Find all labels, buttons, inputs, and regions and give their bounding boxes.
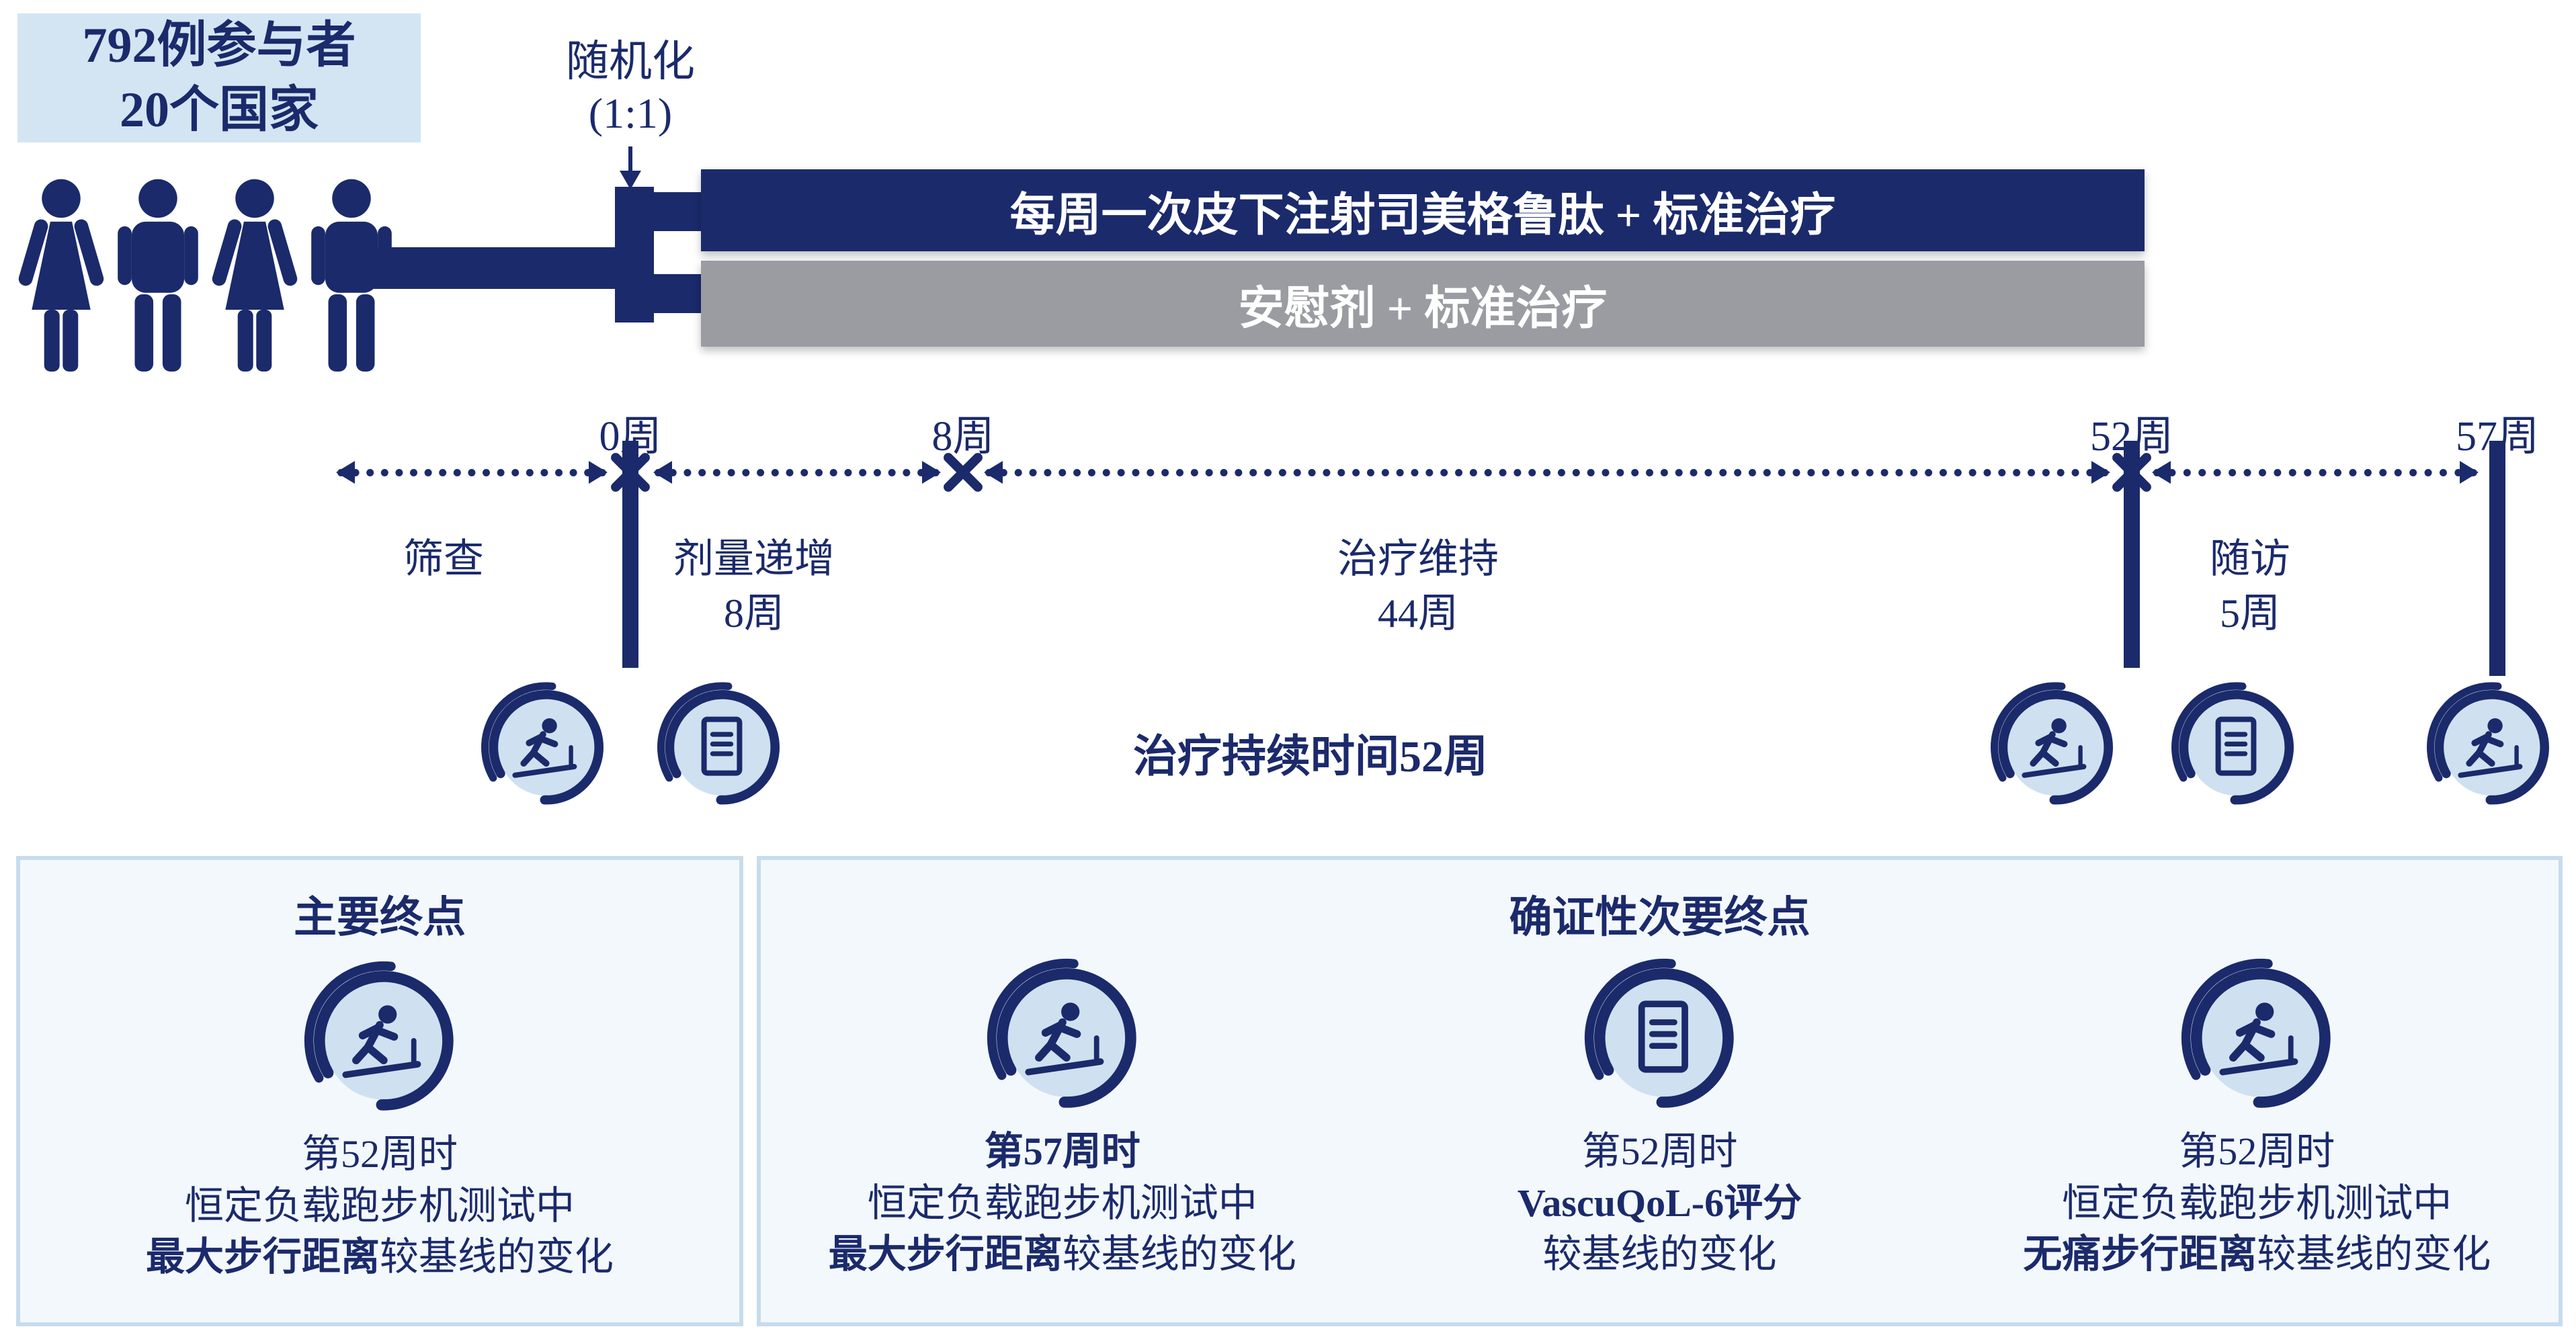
document-icon [2169, 681, 2298, 810]
treadmill-icon [984, 957, 1141, 1114]
tick-week-57 [2489, 441, 2505, 676]
treadmill-icon [1988, 681, 2117, 810]
timeline-segment-screening [336, 461, 608, 484]
population-countries: 20个国家 [120, 83, 319, 138]
primary-endpoint-text: 第52周时 恒定负载跑步机测试中 最大步行距离较基线的变化 [145, 1132, 614, 1279]
population-box: 792例参与者 20个国家 [17, 13, 421, 142]
timeline-segment-escalation [653, 461, 941, 484]
secondary-endpoint-2-text: 第52周时 VascuQoL-6评分 较基线的变化 [1517, 1129, 1802, 1277]
man-icon [118, 179, 198, 372]
timeline-segment-followup [2152, 461, 2479, 484]
treadmill-icon [479, 681, 608, 810]
treatment-arm-label: 每周一次皮下注射司美格鲁肽 + 标准治疗 [1009, 189, 1836, 241]
secondary-endpoints-title: 确证性次要终点 [1509, 894, 1811, 941]
woman-icon [15, 176, 108, 382]
participants-group [15, 172, 403, 382]
treadmill-icon [301, 959, 458, 1117]
document-icon [655, 681, 784, 810]
week-57-label: 57周 [2455, 414, 2539, 460]
randomization-ratio: (1:1) [588, 89, 673, 137]
secondary-endpoint-1-text: 第57周时 恒定负载跑步机测试中 最大步行距离较基线的变化 [828, 1129, 1296, 1277]
down-arrow-icon [620, 146, 641, 189]
secondary-endpoint-3: 第52周时 恒定负载跑步机测试中 无痛步行距离较基线的变化 [1961, 957, 2552, 1281]
population-count: 792例参与者 [82, 17, 356, 73]
treatment-duration-note: 治疗持续时间52周 [1133, 732, 1488, 781]
secondary-endpoint-1: 第57周时 恒定负载跑步机测试中 最大步行距离较基线的变化 [767, 957, 1358, 1281]
secondary-endpoint-2: 第52周时 VascuQoL-6评分 较基线的变化 [1364, 957, 1956, 1281]
control-arm-bar: 安慰剂 + 标准治疗 [701, 261, 2145, 347]
bracket-stub-top [644, 192, 703, 231]
secondary-endpoints-columns: 第57周时 恒定负载跑步机测试中 最大步行距离较基线的变化 第52周时 Vasc… [761, 957, 2559, 1281]
woman-icon [208, 176, 301, 382]
secondary-endpoints-panel: 确证性次要终点 第57周时 恒定负载跑步机测试中 最大步行距离较基线的变化 第5… [757, 856, 2563, 1326]
treadmill-icon [2178, 957, 2335, 1114]
control-arm-label: 安慰剂 + 标准治疗 [1238, 282, 1608, 334]
bracket-stub-bottom [644, 274, 703, 313]
primary-endpoint-title: 主要终点 [294, 894, 466, 941]
randomization-text: 随机化 [566, 38, 695, 85]
phase-maintenance: 治疗维持 44周 [1337, 537, 1499, 636]
x-marker-week-8 [942, 452, 984, 493]
randomization-label: 随机化 (1:1) [496, 36, 765, 140]
phase-screening: 筛查 [403, 537, 484, 581]
primary-endpoint-panel: 主要终点 第52周时 恒定负载跑步机测试中 最大步行距离较基线的变化 [16, 856, 743, 1326]
timeline-segment-maintenance [984, 461, 2110, 484]
tick-week-0 [622, 441, 638, 668]
phase-followup: 随访 5周 [2210, 537, 2290, 636]
tick-week-52 [2124, 441, 2140, 668]
document-icon [1581, 957, 1739, 1114]
treadmill-icon [2424, 681, 2553, 810]
secondary-endpoint-3-text: 第52周时 恒定负载跑步机测试中 无痛步行距离较基线的变化 [2023, 1129, 2491, 1277]
phase-escalation: 剂量递增 8周 [673, 537, 835, 636]
treatment-arm-bar: 每周一次皮下注射司美格鲁肽 + 标准治疗 [701, 169, 2145, 251]
connector-bar [374, 247, 617, 289]
